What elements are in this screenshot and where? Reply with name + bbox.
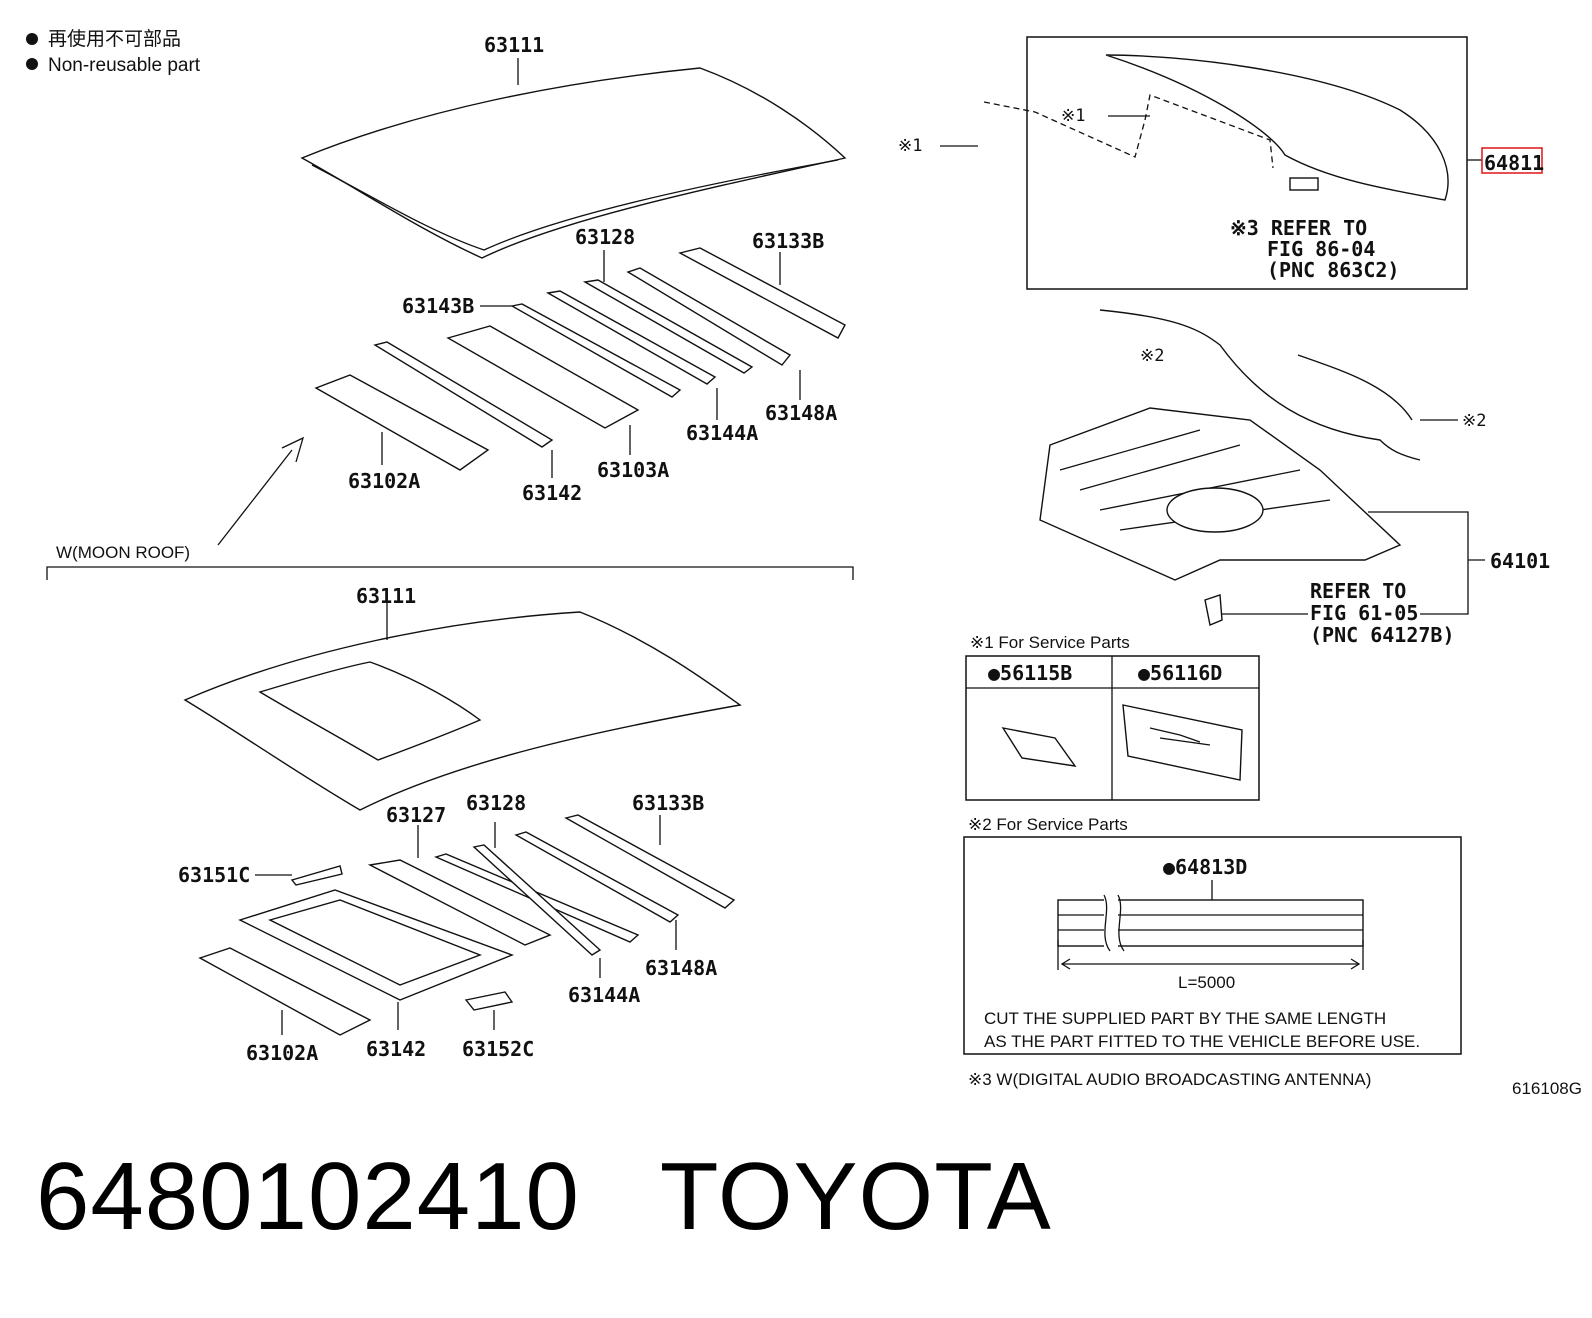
rail-63148a-mr bbox=[514, 831, 680, 923]
service2-note1: CUT THE SUPPLIED PART BY THE SAME LENGTH bbox=[984, 1009, 1386, 1028]
label-63148a-top: 63148A bbox=[765, 401, 837, 425]
rail-63133b bbox=[678, 247, 846, 339]
arrow-icon bbox=[217, 449, 293, 546]
glass-ref-1: ※3 REFER TO bbox=[1230, 216, 1367, 240]
service2-title: ※2 For Service Parts bbox=[968, 815, 1128, 834]
label-63111-top: 63111 bbox=[484, 33, 544, 57]
strip-length: L=5000 bbox=[1178, 973, 1235, 992]
mark2-top: ※2 bbox=[1140, 346, 1164, 366]
strip-shape bbox=[1057, 899, 1364, 947]
glass-dashed-line bbox=[983, 94, 1274, 169]
roof-panel-edge bbox=[311, 159, 839, 251]
service-parts-1: ※1 For Service Parts ●56115B ●56116D bbox=[965, 633, 1260, 801]
top-roof-group: 63111 63133B 63128 63143B 63148A 63144A … bbox=[217, 33, 847, 546]
panel-63103a bbox=[446, 325, 640, 429]
rail-63128-mr bbox=[472, 844, 602, 956]
back-panel-group: ※2 ※2 64101 REFER TO FIG 61-05 (PNC 6412… bbox=[1039, 309, 1550, 647]
moon-roof-group: W(MOON ROOF) 63111 63133B 63128 63127 63… bbox=[46, 543, 854, 1065]
rail-63144a bbox=[545, 290, 717, 385]
mark1-inner: ※1 bbox=[1061, 106, 1085, 126]
label-63143b-top: 63143B bbox=[402, 294, 474, 318]
mark2-right: ※2 bbox=[1462, 411, 1486, 431]
panel-63102a bbox=[314, 374, 490, 471]
panel-ref-1: REFER TO bbox=[1310, 579, 1406, 603]
note3: ※3 W(DIGITAL AUDIO BROADCASTING ANTENNA) bbox=[968, 1070, 1371, 1089]
weatherstrip-right bbox=[1297, 354, 1413, 421]
label-63133b-mr: 63133B bbox=[632, 791, 704, 815]
sunroof-opening bbox=[258, 661, 482, 761]
mark1-left: ※1 bbox=[898, 136, 922, 156]
part-56116d-shape bbox=[1122, 704, 1243, 781]
label-63128-mr: 63128 bbox=[466, 791, 526, 815]
rail-63143b bbox=[510, 303, 682, 398]
footer-brand: TOYOTA bbox=[659, 1143, 1052, 1250]
service1-title: ※1 For Service Parts bbox=[970, 633, 1130, 652]
moon-roof-caption: W(MOON ROOF) bbox=[56, 543, 190, 562]
clip-icon bbox=[1204, 594, 1223, 626]
label-56115b: ●56115B bbox=[988, 661, 1072, 685]
back-glass-box bbox=[1026, 36, 1468, 290]
label-63144a-top: 63144A bbox=[686, 421, 758, 445]
legend-bullet-icon bbox=[26, 58, 38, 70]
footer-part-number: 6480102410 bbox=[36, 1143, 580, 1250]
label-63144a-mr: 63144A bbox=[568, 983, 640, 1007]
label-64811: 64811 bbox=[1484, 151, 1544, 175]
label-63127-mr: 63127 bbox=[386, 803, 446, 827]
glass-ref-2: FIG 86-04 bbox=[1267, 237, 1375, 261]
service2-note2: AS THE PART FITTED TO THE VEHICLE BEFORE… bbox=[984, 1032, 1420, 1051]
label-63103a-top: 63103A bbox=[597, 458, 669, 482]
part-56115b-shape bbox=[1001, 727, 1077, 767]
figure-code: 616108G bbox=[1512, 1079, 1582, 1098]
label-63102a-mr: 63102A bbox=[246, 1041, 318, 1065]
label-63102a-top: 63102A bbox=[348, 469, 420, 493]
rail-63128 bbox=[582, 279, 754, 374]
panel-ref-3: (PNC 64127B) bbox=[1310, 623, 1455, 647]
label-64813d: ●64813D bbox=[1163, 855, 1247, 879]
weatherstrip-top bbox=[1099, 309, 1421, 461]
rail-63148a bbox=[626, 267, 792, 366]
bracket-63152c bbox=[464, 991, 514, 1011]
panel-ref-2: FIG 61-05 bbox=[1310, 601, 1418, 625]
parts-diagram: 再使用不可部品 Non-reusable part 63111 63133B 6… bbox=[26, 28, 1582, 1098]
label-56116d: ●56116D bbox=[1138, 661, 1222, 685]
label-63148a-mr: 63148A bbox=[645, 956, 717, 980]
legend-en: Non-reusable part bbox=[48, 55, 201, 76]
label-63128-top: 63128 bbox=[575, 225, 635, 249]
label-63152c: 63152C bbox=[462, 1037, 534, 1061]
part-highlight bbox=[1481, 147, 1543, 174]
label-63142-top: 63142 bbox=[522, 481, 582, 505]
rail-63127-mr bbox=[367, 859, 552, 946]
frame-63142-mr bbox=[238, 889, 514, 1001]
rail-63133b-mr bbox=[564, 814, 736, 909]
antenna-element bbox=[1289, 177, 1319, 191]
label-63142-mr: 63142 bbox=[366, 1037, 426, 1061]
label-63133b-top: 63133B bbox=[752, 229, 824, 253]
legend-jp: 再使用不可部品 bbox=[48, 28, 181, 50]
panel-63102a-mr bbox=[198, 947, 372, 1036]
rail-63142 bbox=[373, 341, 554, 448]
legend: 再使用不可部品 Non-reusable part bbox=[26, 28, 201, 76]
bracket-63151c bbox=[290, 865, 343, 886]
glass-ref-3: (PNC 863C2) bbox=[1267, 258, 1399, 282]
label-63151c: 63151C bbox=[178, 863, 250, 887]
service-parts-2: ※2 For Service Parts ●64813D L=5000 CUT … bbox=[963, 815, 1462, 1055]
footer: 6480102410 TOYOTA bbox=[36, 1142, 1132, 1252]
label-63111-moonroof: 63111 bbox=[356, 584, 416, 608]
legend-bullet-icon bbox=[26, 33, 38, 45]
back-glass-group: ※1 ※1 ※3 REFER TO FIG 86-04 (PNC 863C2) … bbox=[898, 36, 1544, 290]
back-glass-shape bbox=[1105, 54, 1449, 201]
label-64101: 64101 bbox=[1490, 549, 1550, 573]
roof-panel-shape bbox=[300, 67, 847, 259]
